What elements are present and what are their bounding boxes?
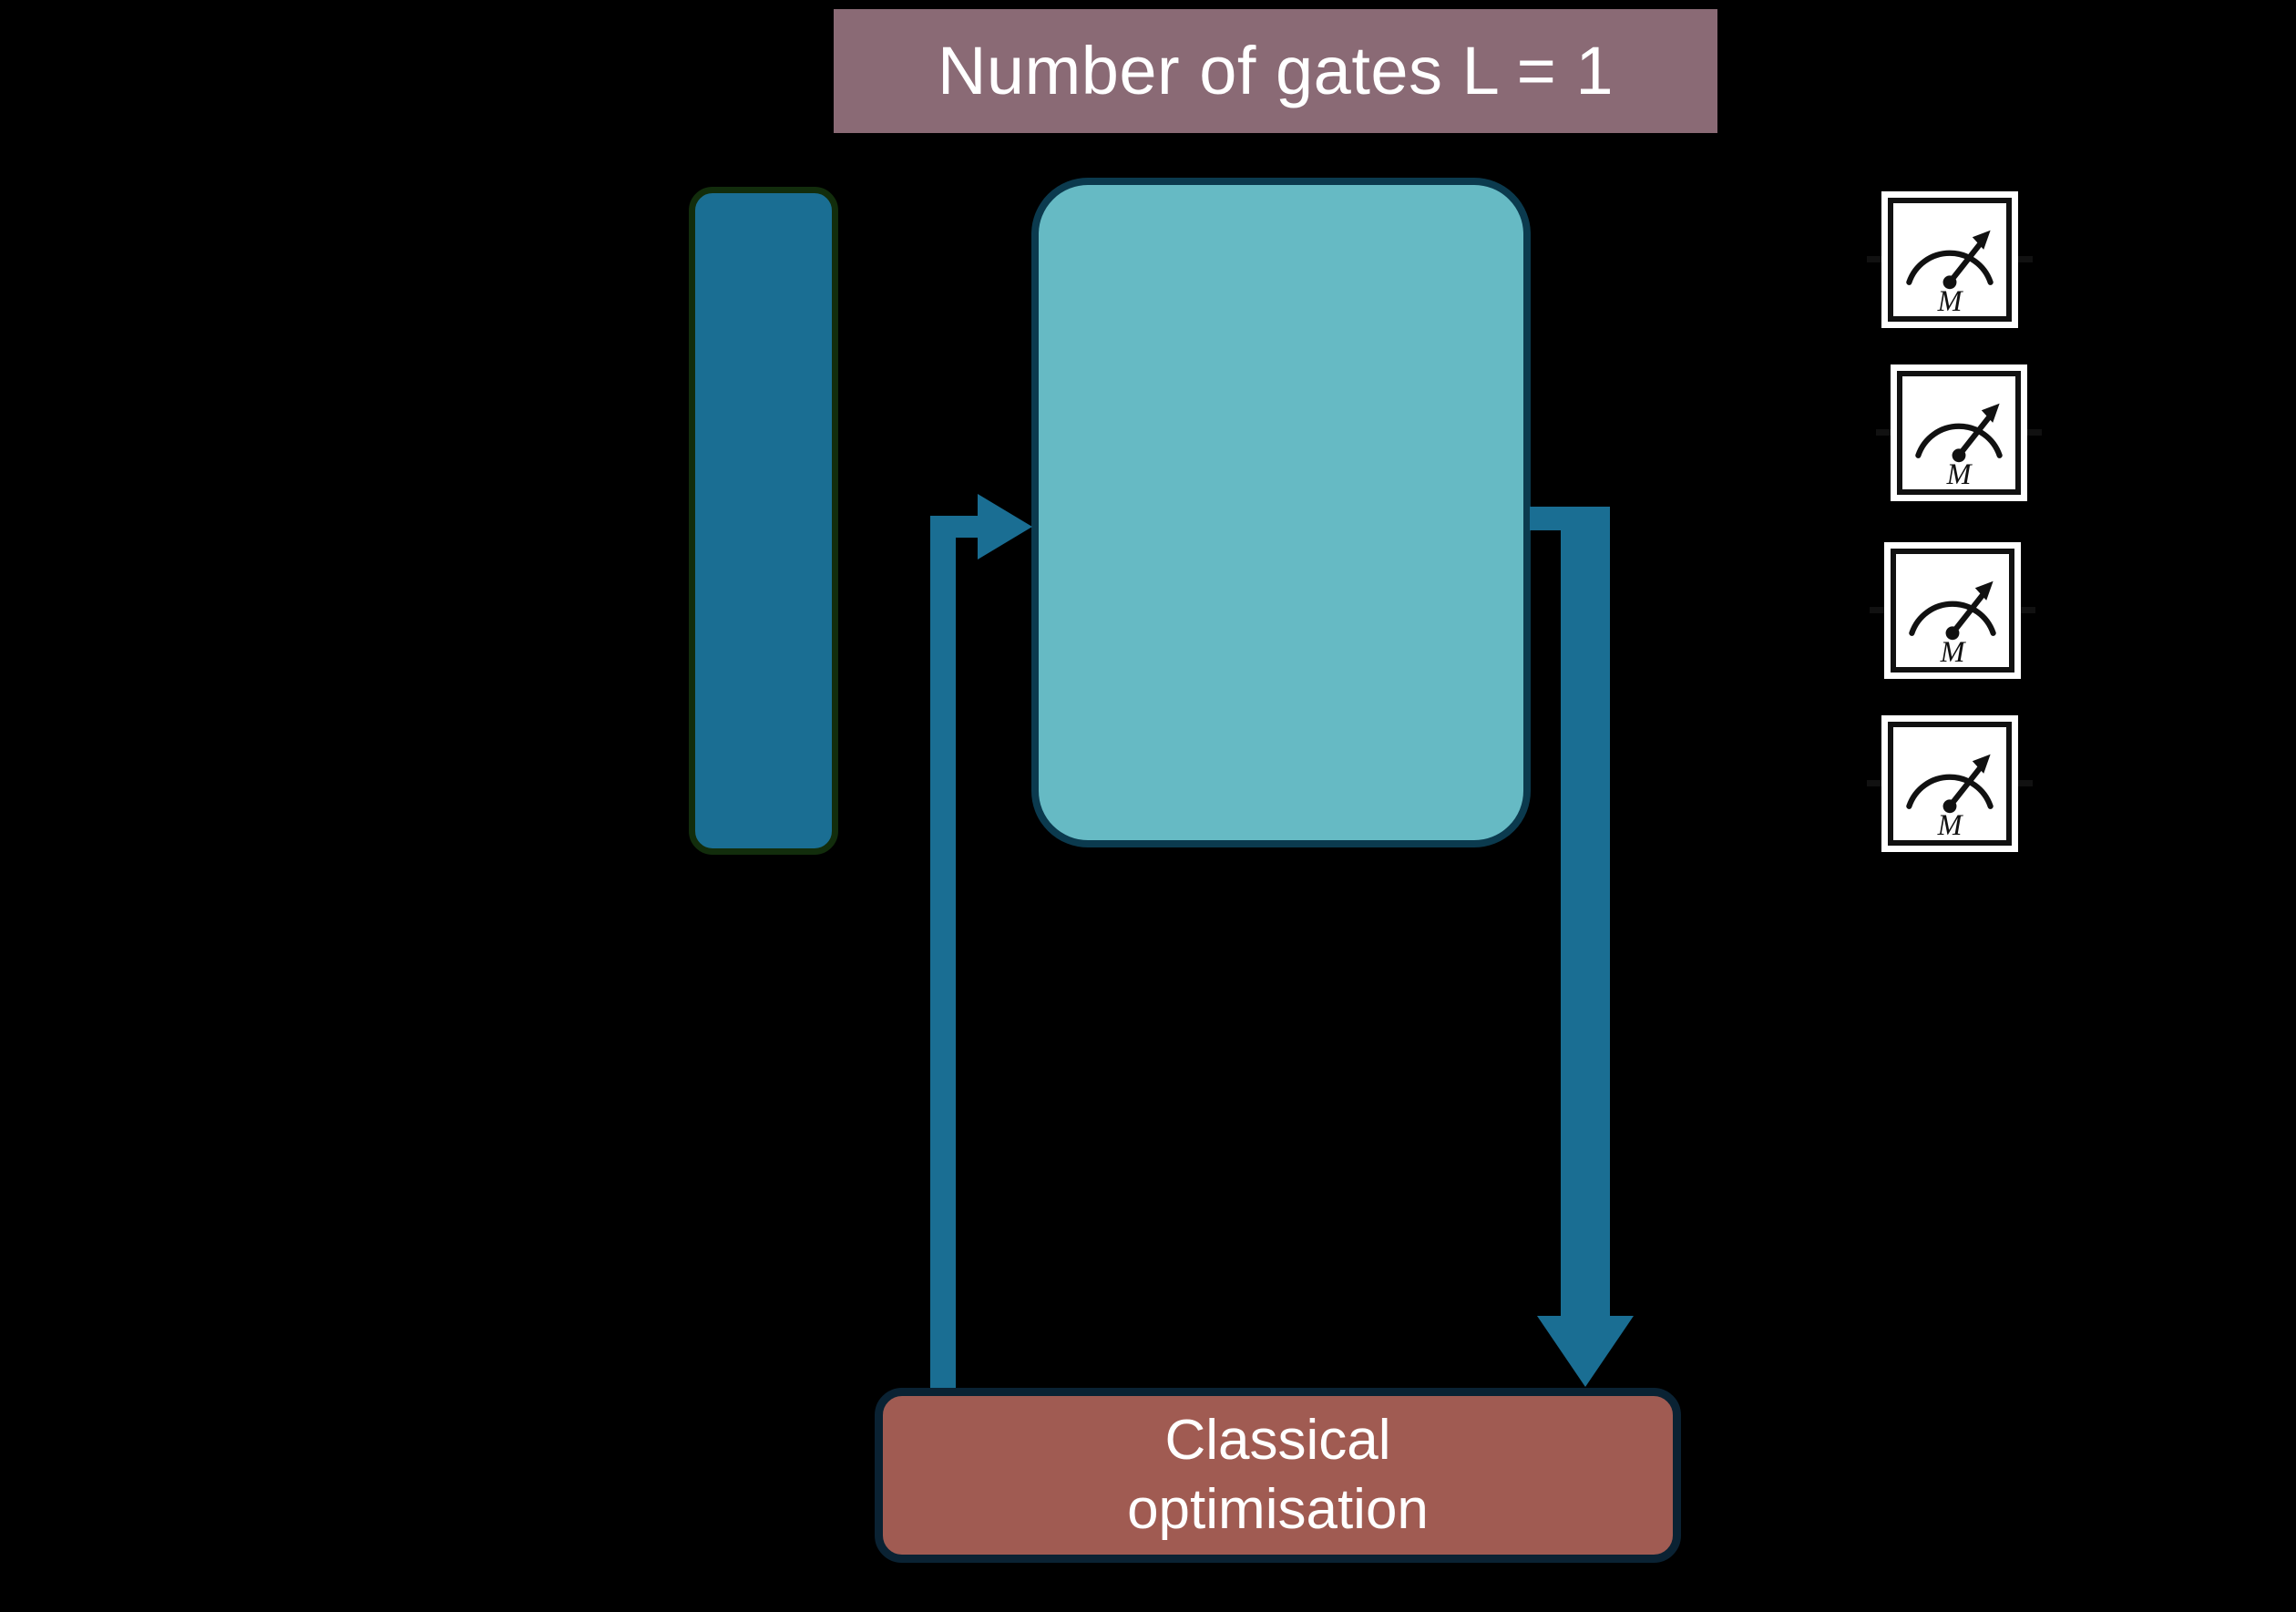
qubit-wire-stub-right [2021,607,2035,613]
qubit-wire-stub-right [2027,429,2042,436]
qubit-wire-stub-right [2018,256,2033,262]
feedback-arrow-into-ansatz [930,494,1032,1391]
qubit-wire-stub-left [1876,429,1891,436]
measurement-gate-3[interactable]: M [1870,542,2035,679]
qubit-wire-stub-right [2018,780,2033,786]
measurement-gate-4[interactable]: M [1867,715,2033,852]
measurement-gate-2[interactable]: M [1876,364,2042,501]
optimisation-label-line-2: optimisation [1127,1478,1429,1541]
measurement-symbol-label: M [1946,457,1973,489]
page-title: Number of gates L = 1 [937,33,1614,108]
measurement-gate-1[interactable]: M [1867,191,2033,328]
qubit-wire-stub-left [1867,780,1881,786]
measurement-symbol-label: M [1937,808,1964,840]
optimisation-label-line-1: Classical [1164,1409,1391,1473]
ansatz-circuit-block[interactable] [1031,178,1531,847]
measurement-symbol-label: M [1937,284,1964,316]
qubit-wire-stub-left [1867,256,1881,262]
measurement-meter-icon: M [1888,198,2012,322]
measurement-symbol-label: M [1940,635,1967,667]
state-preparation-block[interactable] [689,187,838,855]
measurement-meter-icon: M [1891,549,2014,673]
measurement-meter-icon: M [1897,371,2021,495]
classical-optimisation-block[interactable]: Classical optimisation [875,1388,1681,1563]
title-banner: Number of gates L = 1 [834,9,1717,133]
qubit-wire-stub-left [1870,607,1884,613]
measurement-meter-icon: M [1888,722,2012,846]
feedback-arrow-to-optimisation [1530,507,1634,1387]
